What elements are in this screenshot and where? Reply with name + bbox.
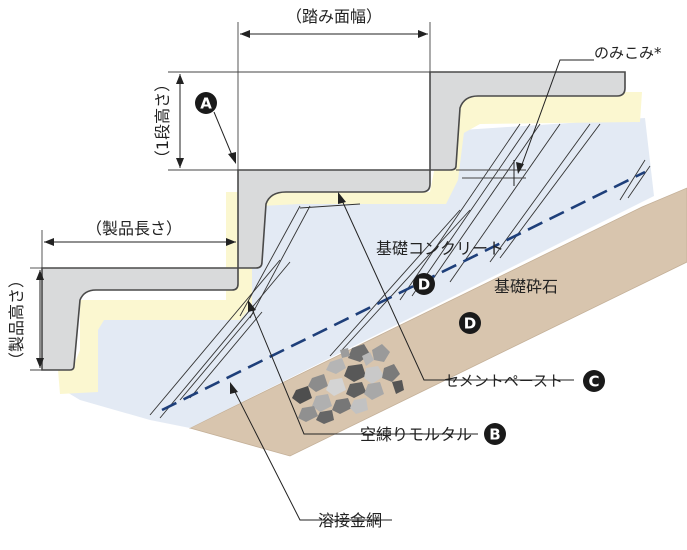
step-height-label: （1段高さ）: [153, 76, 172, 166]
welded-mesh-line: [161, 170, 646, 412]
product-length-arrow-right: [226, 238, 236, 246]
precast-block-lower: [41, 267, 239, 371]
badge-d-crushed-stone: D: [459, 312, 481, 334]
foundation-concrete-layer: [60, 118, 654, 428]
product-height-arrow-bottom: [36, 358, 44, 368]
product-height-label: （製品高さ）: [7, 272, 26, 368]
precast-block-middle: [237, 169, 431, 269]
precast-block-upper: [429, 71, 626, 171]
step-height-arrow-bottom: [176, 158, 184, 168]
svg-text:D: D: [464, 315, 476, 333]
nomikomi-label: のみこみ*: [594, 44, 662, 62]
aggregate-stones: [292, 344, 404, 424]
welded-mesh-label: 溶接金網: [318, 511, 382, 530]
badge-c: C: [583, 370, 605, 392]
leader-lines: [213, 59, 594, 521]
crushed-stone-label: 基礎砕石: [494, 277, 558, 296]
dry-mortar-label: 空練りモルタル: [360, 425, 472, 444]
badge-d-concrete: D: [413, 273, 435, 295]
svg-text:A: A: [200, 95, 212, 113]
step-height-arrow-top: [176, 74, 184, 84]
svg-text:B: B: [489, 426, 500, 444]
cement-paste-label: セメントペースト: [444, 372, 563, 390]
mortar-band-top: [430, 92, 642, 180]
product-length-label: （製品長さ）: [86, 219, 182, 238]
product-length-arrow-left: [44, 238, 54, 246]
badge-b: B: [484, 423, 506, 445]
tread-width-arrow-left: [240, 30, 250, 38]
badge-a: A: [195, 92, 217, 114]
foundation-concrete-label: 基礎コンクリート: [376, 239, 504, 258]
tread-width-arrow-right: [418, 30, 428, 38]
concrete-hatch-lines: [149, 123, 651, 419]
product-height-arrow-top: [36, 270, 44, 280]
svg-text:D: D: [418, 276, 430, 294]
svg-text:C: C: [588, 373, 599, 391]
tread-width-label: （踏み面幅）: [286, 7, 382, 26]
